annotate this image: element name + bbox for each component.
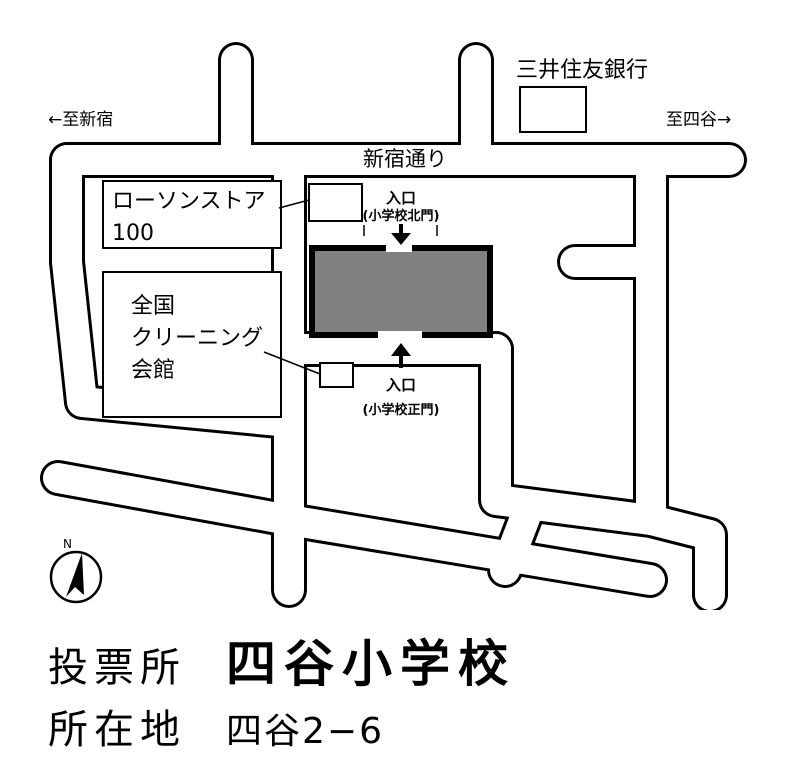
- cleaning-block: [102, 271, 282, 418]
- address-row: 所在地四谷2−6: [48, 697, 384, 755]
- address-label: 所在地: [48, 707, 186, 753]
- address-value: 四谷2−6: [226, 711, 384, 752]
- cleaning-label-3: 会館: [131, 358, 175, 383]
- school-main-gate: [378, 331, 422, 339]
- polling-place-name: 四谷小学校: [226, 635, 516, 693]
- north-arrow-icon: [49, 550, 103, 604]
- cleaning-label-1: 全国: [131, 294, 175, 319]
- main-entrance-sublabel: (小学校正門): [363, 402, 440, 418]
- bank-building: [519, 86, 587, 133]
- polling-place-row: 投票所四谷小学校: [48, 624, 516, 696]
- road-label-shinjuku-dori: 新宿通り: [363, 147, 447, 171]
- bank-label: 三井住友銀行: [516, 58, 648, 83]
- main-entrance-label: 入口: [386, 376, 416, 394]
- small-building-north: [308, 183, 363, 222]
- direction-to-yotsuya: 至四谷→: [666, 110, 731, 130]
- direction-to-shinjuku: ←至新宿: [48, 110, 113, 130]
- polling-place-label: 投票所: [48, 645, 186, 691]
- compass-label: N: [63, 537, 72, 551]
- north-entrance-label: 入口: [386, 189, 416, 207]
- main-entrance-arrow-icon: [391, 343, 411, 368]
- north-entrance-sublabel: (小学校北門): [363, 208, 440, 224]
- lawson-label-number: 100: [112, 221, 154, 246]
- lawson-label: ローソンストア: [112, 189, 266, 214]
- small-building-south: [319, 362, 354, 388]
- school-north-gate: [386, 244, 412, 252]
- north-entrance-arrow-icon: [391, 224, 411, 245]
- cleaning-label-2: クリーニング: [131, 326, 263, 351]
- lawson-block: [102, 180, 282, 249]
- school-building: [309, 245, 493, 338]
